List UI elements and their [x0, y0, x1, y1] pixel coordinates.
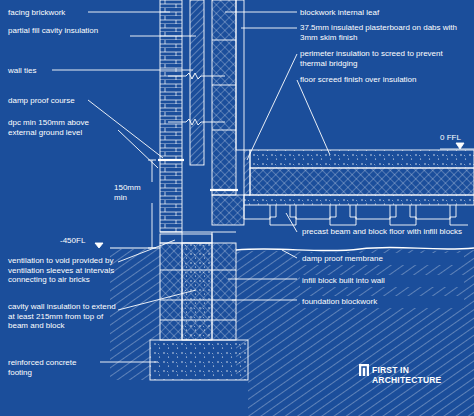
callout-label: infill block built into wall: [300, 275, 464, 287]
level-label: -450FL: [60, 236, 96, 246]
callout-label: reinforced concrete footing: [8, 358, 100, 377]
callout-label: facing brickwork: [8, 8, 88, 18]
callout-label: 37.5mm insulated plasterboard on dabs wi…: [300, 23, 470, 42]
callout-label: ventilation to void provided by ventilat…: [8, 256, 118, 285]
callout-label: partial fill cavity insulation: [8, 26, 128, 36]
callout-label: wall ties: [8, 66, 52, 76]
callout-label: foundation blockwork: [300, 296, 464, 308]
callout-label: blockwork internal leaf: [300, 8, 470, 18]
callout-label: dpc min 150mm above external ground leve…: [8, 118, 118, 137]
callout-label: damp proof course: [8, 96, 88, 106]
logo-text: FIRST IN ARCHITECTURE: [372, 366, 472, 385]
callout-label: precast beam and block floor with infill…: [300, 226, 472, 238]
callout-label: perimeter insulation to screed to preven…: [300, 49, 470, 68]
callout-label: cavity wall insulation to extend at leas…: [8, 302, 118, 331]
dimension-label: 150mm min: [112, 182, 156, 203]
callout-label: floor screed finish over insulation: [300, 75, 470, 85]
level-label: 0 FFL: [440, 133, 472, 143]
callout-label: damp proof membrane: [300, 253, 464, 265]
